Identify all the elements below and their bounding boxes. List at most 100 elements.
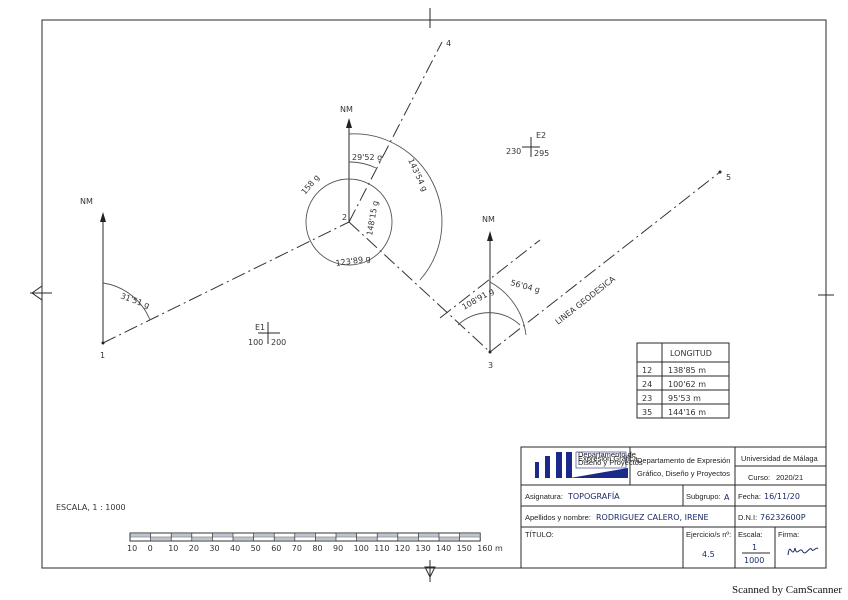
svg-text:23: 23 [642,394,652,403]
north-label-3: NM [482,215,495,224]
scale-segment [356,537,378,541]
scale-segment [253,533,275,537]
svg-text:12: 12 [642,366,652,375]
station-e1: E1 100 200 [248,322,286,347]
svg-text:95'53 m: 95'53 m [668,394,701,403]
point-label-4: 4 [446,39,451,48]
scale-segment [233,537,254,541]
north-arrow-3 [487,231,493,352]
scale-segment [130,533,151,537]
svg-text:Apellidos y nombre:: Apellidos y nombre: [525,513,591,522]
north-arrow-1 [100,212,106,343]
svg-text:Subgrupo:: Subgrupo: [686,492,721,501]
scale-tick-label: 10 [168,544,178,553]
point-label-2: 2 [342,213,347,222]
point-label-3: 3 [488,361,493,370]
line-2-3 [348,221,491,353]
north-label-2: NM [340,105,353,114]
scale-tick-label: 30 [209,544,219,553]
north-label-1: NM [80,197,93,206]
dni-value: 76232600P [760,513,806,522]
scale-tick-label: 120 [395,544,410,553]
scale-tick-label: 110 [374,544,389,553]
station-e2: E2 230 295 [506,131,549,158]
scale-tick-label: 150 [457,544,472,553]
angle-label-148: 148'15 g [365,200,380,236]
line-2-4 [348,41,443,223]
svg-text:Expresión Gráfica,: Expresión Gráfica, [578,454,640,463]
scale-segment [212,533,233,537]
angle-label-2-3-outer: 143'54 g [406,157,429,193]
angle-label-3-5: 56'04 g [509,278,540,295]
svg-text:100: 100 [248,338,263,347]
university-logo: Departamento de Expresión Gráfica, Diseñ… [526,450,643,478]
scanner-watermark: Scanned by CamScanner [732,584,842,596]
line-1-2 [102,221,350,344]
angle-arc-3-5 [489,281,527,336]
svg-text:Diseño y Proyectos: Diseño y Proyectos [578,458,643,467]
asignatura-value: TOPOGRAFÍA [567,490,620,501]
scale-tick-label: 130 [415,544,430,553]
scale-segment [397,537,419,541]
angle-label-1: 31'51 g [119,291,150,310]
scale-segment [439,537,460,541]
title-block: Departamento de Expresión Gráfica, Diseñ… [520,446,827,569]
scale-tick-label: 60 [271,544,281,553]
geodesic-line [439,239,541,319]
escala-denominator: 1000 [744,556,764,565]
scale-tick-label: 10 [127,544,137,553]
scale-tick-label: 70 [292,544,302,553]
department-line-1: Departamento de Expresión [637,456,730,465]
geodesic-label: LINEA GEODESICA [554,274,618,326]
svg-text:100'62 m: 100'62 m [668,380,706,389]
svg-text:Firma:: Firma: [778,530,799,539]
line-3-5 [489,171,721,353]
scale-segment [459,533,481,537]
university-name: Universidad de Málaga [741,454,819,463]
scale-segment [150,537,172,541]
svg-text:Ejercicio/s nº:: Ejercicio/s nº: [686,530,731,539]
angle-arc-3-2 [457,312,521,326]
scale-tick-label: 50 [251,544,261,553]
svg-text:Departamento de: Departamento de [578,450,636,459]
svg-text:E1: E1 [255,323,265,332]
point-label-1: 1 [100,351,105,360]
center-mark-bottom [424,560,436,582]
svg-text:230: 230 [506,147,521,156]
table-header: LONGITUD [670,349,712,358]
svg-text:24: 24 [642,380,652,389]
svg-text:E2: E2 [536,131,546,140]
north-arrow-2 [346,118,352,222]
scale-segment [336,533,357,537]
scale-segment [171,533,192,537]
angle-circle-2 [305,178,393,266]
angle-label-123: 123'89 g [335,254,371,268]
scale-segment [274,537,295,541]
scale-tick-label: 40 [230,544,240,553]
svg-text:Asignatura:: Asignatura: [525,492,563,501]
scale-segment [377,533,398,537]
scale-tick-label: 100 [354,544,369,553]
svg-text:Curso:: Curso: [748,473,770,482]
angle-arc-2-4 [348,161,377,169]
svg-text:D.N.I:: D.N.I: [738,513,757,522]
svg-text:Escala:: Escala: [738,530,763,539]
angle-label-2-4: 29'52 g [352,153,382,162]
curso-value: 2020/21 [776,473,803,482]
scale-tick-label: 0 [148,544,153,553]
scale-tick-label: 90 [333,544,343,553]
scale-segment [294,533,316,537]
angle-arc-1 [102,282,151,321]
department-line-2: Gráfico, Diseño y Proyectos [637,469,730,478]
svg-text:TÍTULO:: TÍTULO: [525,530,554,539]
svg-text:35: 35 [642,408,652,417]
angle-arc-2-3 [348,133,443,281]
scale-segment [191,537,213,541]
svg-text:144'16 m: 144'16 m [668,408,706,417]
sheet-border [41,19,827,569]
point-label-5: 5 [726,173,731,182]
svg-text:138'85 m: 138'85 m [668,366,706,375]
svg-text:200: 200 [271,338,286,347]
